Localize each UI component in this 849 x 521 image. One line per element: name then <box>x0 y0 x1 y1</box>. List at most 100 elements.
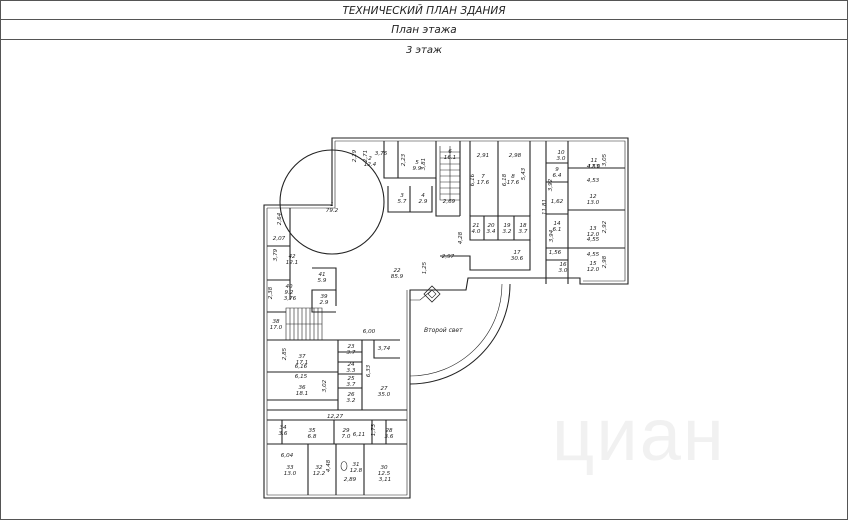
dimension-label: 2,64 <box>277 212 283 225</box>
dimension-label: 2,85 <box>282 347 288 360</box>
room-number: 38 <box>272 319 280 325</box>
room-number: 34 <box>279 425 287 431</box>
dimension-label: 1,62 <box>551 199 564 205</box>
watermark: циан <box>552 393 726 476</box>
room-number: 24 <box>347 362 355 368</box>
dimension-label: 3,79 <box>273 248 279 261</box>
dimension-label: 3,11 <box>379 477 391 483</box>
room-area: 9.2 <box>285 290 294 296</box>
room-number: 42 <box>288 254 296 260</box>
room-number: 39 <box>320 294 328 300</box>
document-subtitle: План этажа <box>0 20 848 40</box>
room-area: 12.5 <box>378 471 391 477</box>
room-area: 12.4 <box>364 162 377 168</box>
room-area: 5.9 <box>318 278 327 284</box>
room-area: 35.0 <box>378 392 391 398</box>
dimension-label: 6,16 <box>295 364 308 370</box>
room-number: 20 <box>487 223 495 229</box>
room-labels: 179.2212.435.742.959.9616.1717.6817.696.… <box>270 149 601 477</box>
room-number: 18 <box>519 223 527 229</box>
dimension-label: 4,28 <box>458 231 464 244</box>
dimension-label: 2,71 <box>363 150 369 162</box>
room-area: 3.7 <box>347 350 356 356</box>
room-number: 13 <box>589 226 597 232</box>
room-number: 37 <box>298 354 306 360</box>
room-number: 3 <box>400 193 404 199</box>
dimension-label: 2,98 <box>509 153 522 159</box>
dimension-label: 2,69 <box>443 199 456 205</box>
dimension-label: 4,55 <box>587 252 600 258</box>
room-area: 30.6 <box>511 256 524 262</box>
dimension-label: 1,25 <box>422 261 428 274</box>
dimension-label: 6,15 <box>295 374 308 380</box>
room-number: 5 <box>415 160 419 166</box>
dimension-label: 2,07 <box>273 236 286 242</box>
room-area: 3.7 <box>519 229 528 235</box>
room-number: 35 <box>308 428 316 434</box>
dimension-label: 2,89 <box>344 477 357 483</box>
dimension-label: 4,53 <box>587 164 600 170</box>
room-area: 3.6 <box>385 434 394 440</box>
room-number: 27 <box>380 386 388 392</box>
room-area: 4.0 <box>472 229 481 235</box>
room-area: 3.4 <box>487 229 496 235</box>
room-area: 9.9 <box>413 166 422 172</box>
room-number: 31 <box>352 462 359 468</box>
room-area: 3.2 <box>503 229 512 235</box>
dimension-label: 2,23 <box>401 153 407 166</box>
dimension-label: 4,48 <box>326 459 332 472</box>
room-number: 14 <box>553 221 561 227</box>
dimension-label: 2,38 <box>268 286 274 299</box>
dimension-label: 3,05 <box>602 153 608 166</box>
room-number: 28 <box>385 428 393 434</box>
dimension-label: 2,29 <box>352 149 358 162</box>
dimension-label: 12,27 <box>327 414 343 420</box>
room-area: 3.0 <box>559 268 568 274</box>
room-number: 33 <box>286 465 294 471</box>
room-area: 12.0 <box>588 164 601 170</box>
dimension-label: 3,94 <box>549 229 555 242</box>
room-area: 79.2 <box>326 208 339 214</box>
dimension-label: 3,76 <box>284 296 297 302</box>
room-area: 7.0 <box>342 434 351 440</box>
dimension-label: 2,91 <box>477 153 489 159</box>
room-number: 2 <box>368 156 372 162</box>
room-number: 40 <box>285 284 293 290</box>
dimension-label: 3,02 <box>322 379 328 392</box>
room-area: 12.0 <box>587 232 600 238</box>
dimension-label: 6,04 <box>281 453 294 459</box>
room-area: 3.3 <box>347 368 356 374</box>
room-area: 16.1 <box>444 155 456 161</box>
room-area: 3.7 <box>347 382 356 388</box>
room-area: 12.2 <box>313 471 326 477</box>
dimension-label: 2,92 <box>602 220 608 233</box>
room-number: 9 <box>555 167 559 173</box>
room-area: 12.0 <box>587 267 600 273</box>
room-number: 30 <box>380 465 388 471</box>
room-area: 17.0 <box>270 325 283 331</box>
room-area: 12.8 <box>350 468 363 474</box>
dimension-label: 6,33 <box>366 364 372 377</box>
plan-walls <box>263 137 629 499</box>
room-area: 2.9 <box>320 300 329 306</box>
room-number: 12 <box>589 194 597 200</box>
document-title: ТЕХНИЧЕСКИЙ ПЛАН ЗДАНИЯ <box>0 0 848 20</box>
dimension-label: 3,76 <box>375 151 388 157</box>
room-area: 2.9 <box>419 199 428 205</box>
room-area: 18.1 <box>296 391 308 397</box>
dimension-label: 2,98 <box>602 255 608 268</box>
dimension-label: 6,00 <box>363 329 376 335</box>
room-area: 17.6 <box>507 180 520 186</box>
room-number: 21 <box>472 223 479 229</box>
dimension-label: 3,74 <box>378 346 391 352</box>
dimension-label: 1,73 <box>371 423 377 436</box>
second-light-label: Второй свет <box>424 327 463 334</box>
room-number: 32 <box>315 465 323 471</box>
room-number: 36 <box>298 385 306 391</box>
room-area: 17.1 <box>296 360 308 366</box>
room-number: 8 <box>511 174 515 180</box>
room-area: 3.2 <box>347 398 356 404</box>
dimension-label: 6,16 <box>470 173 476 186</box>
dimension-label: 5,43 <box>521 167 527 180</box>
dimension-label: 6,18 <box>502 173 508 186</box>
